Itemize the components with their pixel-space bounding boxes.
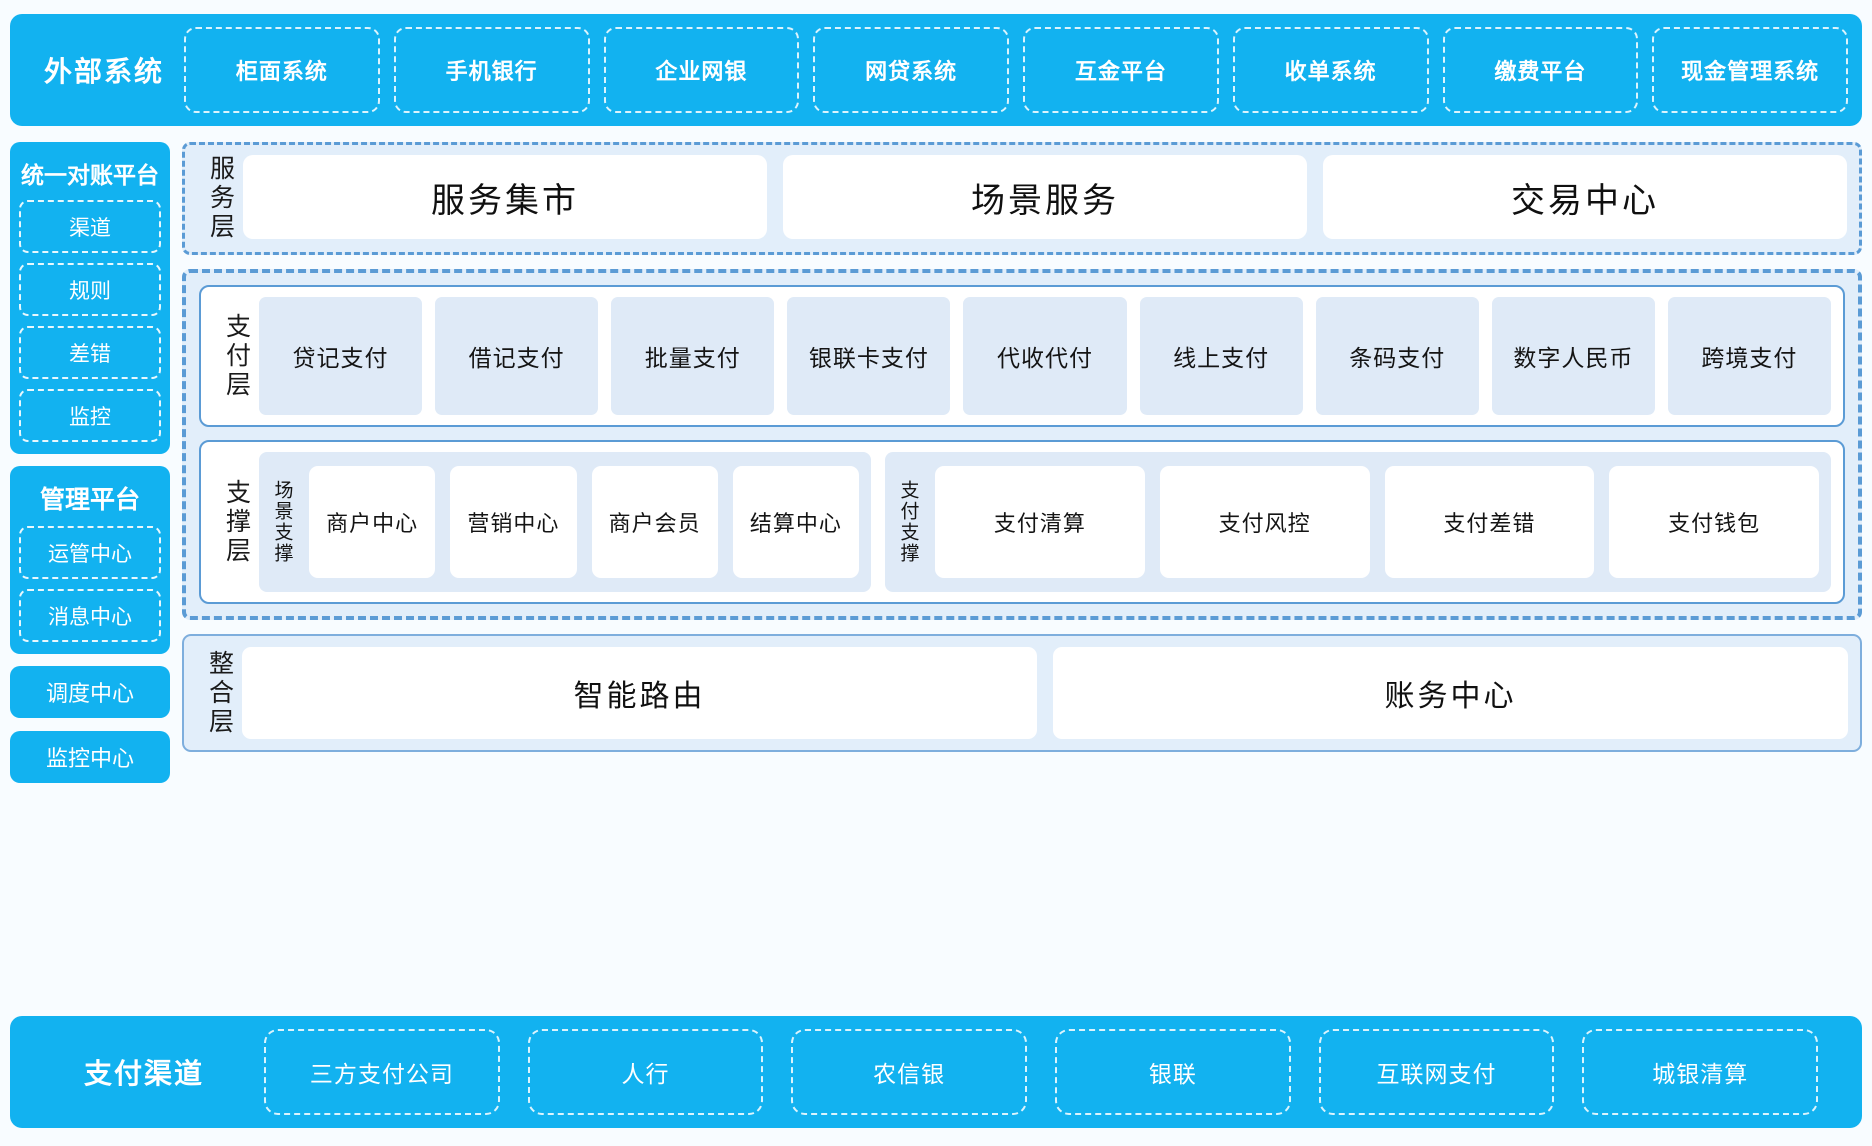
- reconciliation-item-monitor[interactable]: 监控: [19, 389, 161, 442]
- payment-channels-title: 支付渠道: [83, 1058, 204, 1089]
- support-card-payment-error[interactable]: 支付差错: [1384, 466, 1595, 578]
- service-card-market[interactable]: 服务集市: [243, 155, 767, 239]
- integration-layer-cards: 智能路由 账务中心: [242, 647, 1848, 739]
- integration-layer-row: 整合层 智能路由 账务中心: [196, 647, 1848, 739]
- payment-channels-bar: 支付渠道 三方支付公司 人行 农信银 银联 互联网支付 城银清算: [10, 1016, 1862, 1128]
- external-system-item[interactable]: 现金管理系统: [1652, 27, 1848, 113]
- payment-cell-unionpay[interactable]: 银联卡支付: [787, 297, 951, 415]
- service-card-transaction[interactable]: 交易中心: [1323, 155, 1847, 239]
- external-system-item[interactable]: 手机银行: [393, 27, 590, 113]
- management-platform-panel: 管理平台 运管中心 消息中心: [10, 466, 170, 654]
- payment-cell-debit[interactable]: 借记支付: [435, 297, 599, 415]
- payment-support-group: 支付支撑 支付清算 支付风控 支付差错 支付钱包: [885, 452, 1831, 592]
- support-card-payment-clearing[interactable]: 支付清算: [935, 466, 1145, 578]
- payment-cell-credit[interactable]: 贷记支付: [259, 297, 423, 415]
- payment-channels-list: 三方支付公司 人行 农信银 银联 互联网支付 城银清算: [264, 1029, 1848, 1115]
- support-card-settlement-center[interactable]: 结算中心: [732, 466, 859, 578]
- support-card-merchant-center[interactable]: 商户中心: [309, 466, 436, 578]
- external-systems-bar: 外部系统 柜面系统 手机银行 企业网银 网贷系统 互金平台 收单系统 缴费平台 …: [10, 14, 1862, 126]
- scene-support-label: 场景支撑: [271, 480, 293, 564]
- reconciliation-platform-title: 统一对账平台: [21, 162, 159, 188]
- payment-layer-row: 支付层 贷记支付 借记支付 批量支付 银联卡支付 代收代付 线上支付 条码支付 …: [213, 297, 1831, 415]
- service-card-scenario[interactable]: 场景服务: [783, 155, 1307, 239]
- reconciliation-item-error[interactable]: 差错: [19, 326, 161, 379]
- support-layer-row: 支撑层 场景支撑 商户中心 营销中心 商户会员 结算中心: [213, 452, 1831, 592]
- payment-support-label: 支付支撑: [897, 480, 919, 564]
- management-item-operations-center[interactable]: 运管中心: [19, 526, 161, 579]
- external-system-item[interactable]: 互金平台: [1023, 27, 1219, 113]
- payment-cell-batch[interactable]: 批量支付: [611, 297, 775, 415]
- integration-layer-container: 整合层 智能路由 账务中心: [182, 634, 1862, 752]
- external-systems-title: 外部系统: [43, 56, 164, 87]
- payment-channel-item[interactable]: 人行: [527, 1029, 764, 1115]
- scheduling-center-block[interactable]: 调度中心: [10, 666, 170, 718]
- service-layer-cards: 服务集市 场景服务 交易中心: [243, 155, 1847, 242]
- external-systems-list: 柜面系统 手机银行 企业网银 网贷系统 互金平台 收单系统 缴费平台 现金管理系…: [184, 27, 1848, 113]
- support-card-payment-risk[interactable]: 支付风控: [1159, 466, 1370, 578]
- payment-layer-cells: 贷记支付 借记支付 批量支付 银联卡支付 代收代付 线上支付 条码支付 数字人民…: [259, 297, 1831, 415]
- payment-layer-label: 支付层: [222, 312, 251, 400]
- payment-channel-item[interactable]: 银联: [1055, 1029, 1291, 1115]
- service-layer-container: 服务层 服务集市 场景服务 交易中心: [182, 142, 1862, 255]
- support-card-payment-wallet[interactable]: 支付钱包: [1609, 466, 1819, 578]
- reconciliation-platform-panel: 统一对账平台 渠道 规则 差错 监控: [10, 142, 170, 454]
- scene-support-cards: 商户中心 营销中心 商户会员 结算中心: [299, 466, 859, 578]
- service-layer-row: 服务层 服务集市 场景服务 交易中心: [197, 155, 1847, 242]
- external-system-item[interactable]: 企业网银: [603, 27, 800, 113]
- payment-channel-item[interactable]: 三方支付公司: [264, 1029, 500, 1115]
- monitoring-center-block[interactable]: 监控中心: [10, 731, 170, 783]
- external-system-item[interactable]: 柜面系统: [184, 27, 380, 113]
- payment-cell-collection[interactable]: 代收代付: [963, 297, 1127, 415]
- integration-layer-label: 整合层: [205, 649, 234, 737]
- service-layer-label: 服务层: [206, 155, 235, 242]
- payment-layer-container: 支付层 贷记支付 借记支付 批量支付 银联卡支付 代收代付 线上支付 条码支付 …: [199, 285, 1845, 427]
- reconciliation-item-channel[interactable]: 渠道: [19, 200, 161, 253]
- payment-cell-barcode[interactable]: 条码支付: [1315, 297, 1479, 415]
- support-layer-groups: 场景支撑 商户中心 营销中心 商户会员 结算中心 支付支撑 支付清算: [259, 452, 1831, 592]
- support-layer-container: 支撑层 场景支撑 商户中心 营销中心 商户会员 结算中心: [199, 440, 1845, 604]
- payment-channel-item[interactable]: 农信银: [791, 1029, 1028, 1115]
- payment-channel-item[interactable]: 城银清算: [1582, 1029, 1819, 1115]
- support-card-marketing-center[interactable]: 营销中心: [450, 466, 577, 578]
- scene-support-group: 场景支撑 商户中心 营销中心 商户会员 结算中心: [259, 452, 871, 592]
- payment-channel-item[interactable]: 互联网支付: [1318, 1029, 1555, 1115]
- payment-support-cards: 支付清算 支付风控 支付差错 支付钱包: [925, 466, 1819, 578]
- support-card-merchant-member[interactable]: 商户会员: [591, 466, 718, 578]
- external-system-item[interactable]: 缴费平台: [1442, 27, 1639, 113]
- reconciliation-item-rule[interactable]: 规则: [19, 263, 161, 316]
- external-system-item[interactable]: 收单系统: [1232, 27, 1429, 113]
- external-system-item[interactable]: 网贷系统: [813, 27, 1009, 113]
- left-sidebar: 统一对账平台 渠道 规则 差错 监控 管理平台 运管中心 消息中心 调度中心 监…: [10, 142, 170, 796]
- payment-cell-online[interactable]: 线上支付: [1139, 297, 1303, 415]
- integration-card-accounting-center[interactable]: 账务中心: [1053, 647, 1848, 739]
- management-platform-title: 管理平台: [39, 486, 140, 514]
- payment-and-support-container: 支付层 贷记支付 借记支付 批量支付 银联卡支付 代收代付 线上支付 条码支付 …: [182, 269, 1862, 620]
- payment-cell-crossborder[interactable]: 跨境支付: [1667, 297, 1831, 415]
- main-layers-area: 服务层 服务集市 场景服务 交易中心 支付层 贷记支付 借记支付 批量支付: [182, 142, 1862, 752]
- payment-cell-digital-rmb[interactable]: 数字人民币: [1491, 297, 1655, 415]
- management-item-message-center[interactable]: 消息中心: [19, 589, 161, 642]
- integration-card-smart-routing[interactable]: 智能路由: [242, 647, 1037, 739]
- support-layer-label: 支撑层: [222, 478, 251, 566]
